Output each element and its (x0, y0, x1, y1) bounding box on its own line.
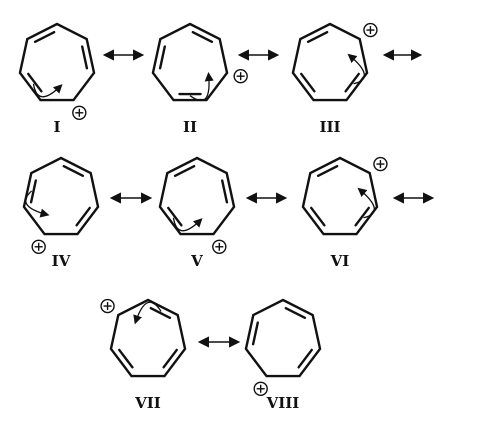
ring-bonds (109, 298, 187, 378)
double-bond (310, 206, 326, 227)
double-bond (191, 30, 214, 44)
double-bond (251, 321, 260, 346)
structure-label: V (190, 252, 203, 270)
structure-label: III (319, 118, 340, 136)
double-bond (149, 306, 172, 320)
positive-charge-icon (72, 105, 87, 120)
double-bond (62, 164, 85, 178)
double-bond (316, 164, 339, 178)
ring-bonds (22, 156, 100, 236)
positive-charge-icon (31, 239, 46, 254)
ring-bonds (301, 156, 379, 236)
structure-6 (301, 156, 388, 236)
structure-2 (151, 22, 248, 102)
double-bond (27, 72, 43, 93)
structure-label: I (53, 118, 60, 136)
double-bond (300, 72, 316, 93)
ring-bonds (158, 156, 236, 236)
double-bond (80, 45, 89, 70)
positive-charge-icon (233, 68, 248, 84)
double-bond (354, 206, 370, 227)
ring-bonds (18, 22, 96, 102)
double-bond (158, 45, 167, 70)
double-bond (173, 164, 196, 178)
curved-arrow-icon (189, 72, 214, 101)
curved-arrow-icon (172, 217, 203, 232)
structure-1 (18, 22, 96, 120)
structure-7 (100, 298, 187, 378)
double-bond (118, 348, 134, 369)
curved-arrow-icon (133, 301, 162, 325)
positive-charge-icon (212, 239, 227, 254)
structure-label: VIII (266, 394, 300, 412)
double-bond (344, 72, 360, 93)
curved-arrow-icon (347, 53, 365, 85)
ring-bonds (151, 22, 229, 102)
double-bond (75, 206, 91, 227)
positive-charge-icon (363, 22, 378, 38)
positive-charge-icon (253, 381, 268, 396)
structure-label: VII (134, 394, 161, 412)
ring-bonds (291, 22, 369, 102)
double-bond (297, 348, 313, 369)
structure-8 (244, 298, 322, 396)
double-bond (284, 306, 307, 320)
structure-label: II (183, 118, 197, 136)
double-bond (162, 348, 178, 369)
structure-label: IV (52, 252, 71, 270)
curved-arrow-icon (32, 83, 63, 98)
double-bond (306, 30, 329, 44)
structure-5 (158, 156, 236, 254)
structure-4 (22, 156, 100, 254)
ring-bonds (244, 298, 322, 378)
double-bond (220, 179, 229, 204)
curved-arrow-icon (357, 187, 375, 219)
positive-charge-icon (100, 298, 115, 314)
double-bond (167, 206, 183, 227)
double-bond (33, 30, 56, 44)
positive-charge-icon (373, 156, 388, 172)
structure-label: VI (330, 252, 350, 270)
structure-3 (291, 22, 378, 102)
double-bond (29, 179, 38, 204)
curved-arrow-icon (25, 190, 50, 218)
